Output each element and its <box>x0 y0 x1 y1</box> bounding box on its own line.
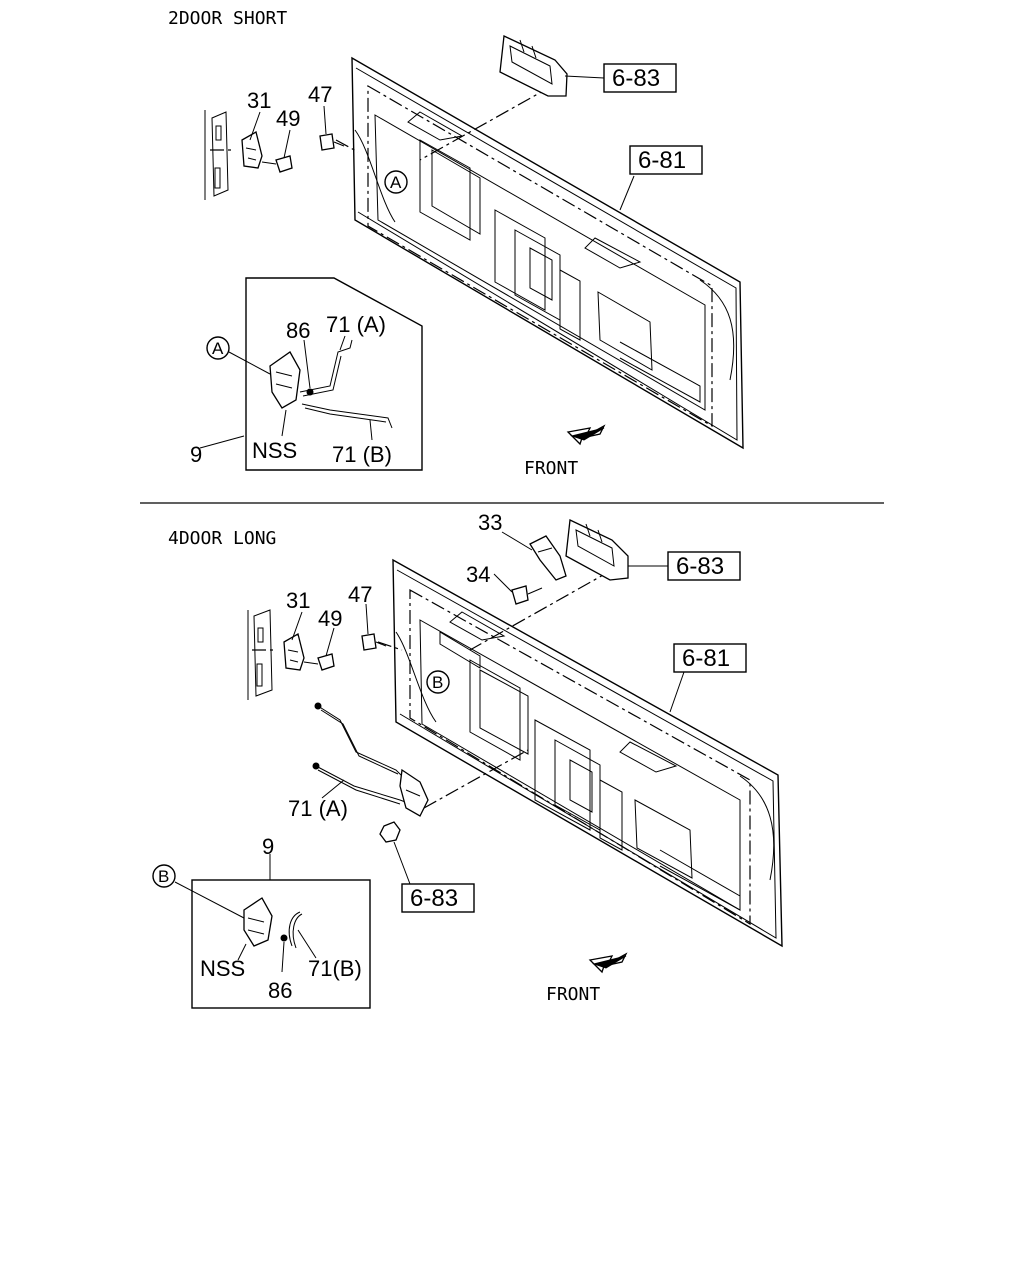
bolt-part-49 <box>261 155 293 173</box>
ref-box-6-83-top <box>667 551 741 581</box>
ref-b-panel-label: B <box>432 673 443 692</box>
ref-box-6-81 <box>629 145 703 175</box>
ref-6-83-label: 6-83 <box>612 65 660 92</box>
callout-71b: 71(B) <box>308 956 362 981</box>
callout-49: 49 <box>276 106 300 131</box>
ref-6-83-bottom-label: 6-83 <box>410 885 458 912</box>
nut-part <box>379 821 411 885</box>
latch-rod-assembly <box>312 702 429 817</box>
ref-box-6-83 <box>603 63 677 93</box>
front-arrow-icon <box>566 424 606 446</box>
detail-inset-a: A <box>199 277 423 471</box>
section-title: 2DOOR SHORT <box>168 8 287 29</box>
bolt-part-34 <box>511 585 543 605</box>
door-edge <box>247 609 276 700</box>
callout-33: 33 <box>478 510 502 535</box>
callout-31: 31 <box>247 88 271 113</box>
detail-inset-b: B <box>152 854 371 1009</box>
callout-86: 86 <box>286 318 310 343</box>
callout-49: 49 <box>318 606 342 631</box>
ref-circle-b-panel <box>426 670 450 694</box>
bracket-part-33 <box>529 535 567 581</box>
handle-part <box>565 519 629 581</box>
front-label: FRONT <box>546 984 600 1005</box>
ref-box-6-83-bottom <box>401 883 475 913</box>
striker-part-31 <box>283 633 305 671</box>
callout-71b: 71 (B) <box>332 442 392 467</box>
ref-6-83-top-label: 6-83 <box>676 553 724 580</box>
nss-label: NSS <box>252 438 297 463</box>
callout-34: 34 <box>466 562 490 587</box>
callout-31: 31 <box>286 588 310 613</box>
ref-6-81-label: 6-81 <box>682 645 730 672</box>
bolt-part-49 <box>303 653 335 671</box>
callout-86: 86 <box>268 978 292 1003</box>
door-edge <box>204 110 232 200</box>
ref-a-panel-label: A <box>390 173 402 192</box>
callout-9: 9 <box>190 442 202 467</box>
front-arrow-icon <box>588 952 628 974</box>
front-label: FRONT <box>524 458 578 479</box>
callout-71a: 71 (A) <box>326 312 386 337</box>
callout-9: 9 <box>262 834 274 859</box>
ref-6-81-label: 6-81 <box>638 147 686 174</box>
callout-71a: 71 (A) <box>288 796 348 821</box>
striker-part-31 <box>241 131 263 169</box>
ref-b-detail-label: B <box>158 867 169 886</box>
callout-47: 47 <box>348 582 372 607</box>
ref-box-6-81 <box>673 643 747 673</box>
bolt-part-47 <box>361 633 387 651</box>
handle-part <box>499 35 568 97</box>
ref-circle-a-panel <box>384 170 408 194</box>
section-4door-long: 4DOOR LONG <box>152 510 783 1009</box>
bolt-part-47 <box>319 133 345 151</box>
section-2door-short: 2DOOR SHORT <box>168 8 744 479</box>
tailgate-panel <box>351 56 744 450</box>
ref-a-detail-label: A <box>212 339 224 358</box>
nss-label: NSS <box>200 956 245 981</box>
tailgate-panel <box>392 558 783 948</box>
callout-47: 47 <box>308 82 332 107</box>
section-title: 4DOOR LONG <box>168 528 276 549</box>
